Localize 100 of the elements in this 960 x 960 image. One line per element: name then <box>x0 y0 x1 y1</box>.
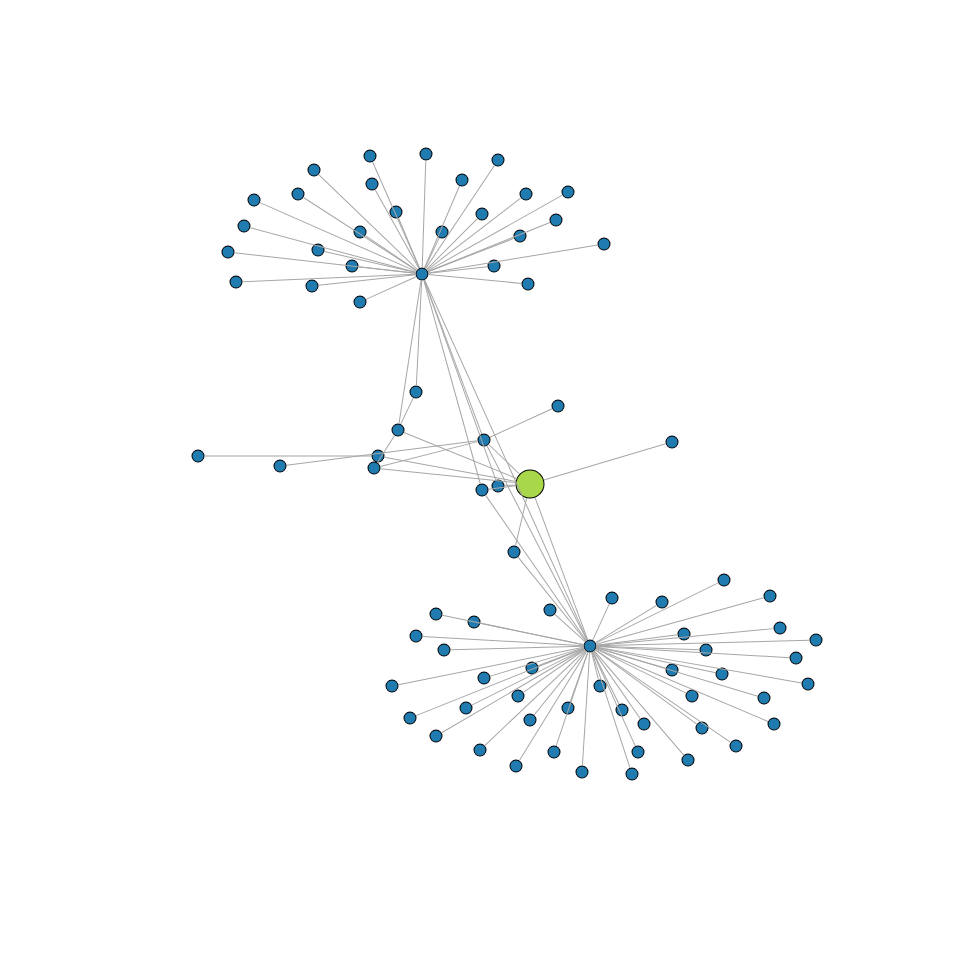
connector-line <box>403 431 518 479</box>
connector-line <box>487 485 517 490</box>
network-node <box>763 589 777 603</box>
connector-line <box>504 484 517 487</box>
connector-line <box>415 280 423 386</box>
network-node <box>789 651 803 665</box>
connector-line <box>427 194 563 272</box>
connector-line <box>595 646 803 684</box>
connector-line <box>415 647 585 717</box>
connector-line <box>424 185 460 269</box>
network-node <box>385 679 399 693</box>
connector-line <box>249 227 417 273</box>
connector-line <box>424 237 440 269</box>
network-node <box>631 745 645 759</box>
network-node <box>367 461 381 475</box>
network-node <box>551 399 565 413</box>
connector-line <box>592 651 620 705</box>
network-node <box>757 691 771 705</box>
network-node <box>773 621 787 635</box>
network-node <box>575 765 589 779</box>
network-node <box>477 671 491 685</box>
connector-line <box>592 651 636 747</box>
network-node <box>475 207 489 221</box>
connector-line <box>596 645 790 659</box>
network-node <box>437 643 451 657</box>
connector-line <box>595 597 765 645</box>
network-node <box>391 423 405 437</box>
network-node <box>487 259 501 273</box>
network-node <box>475 483 489 497</box>
connector-line <box>515 497 528 547</box>
connector-line <box>318 174 418 270</box>
network-node <box>415 267 429 281</box>
network-node <box>665 663 679 677</box>
network-node <box>311 243 325 257</box>
connector-line <box>594 649 698 725</box>
network-node <box>525 661 539 675</box>
connector-line <box>379 441 479 467</box>
connector-line <box>534 497 589 641</box>
connector-line <box>594 649 732 743</box>
connector-line <box>595 582 719 644</box>
connector-line <box>591 651 631 769</box>
connector-line <box>379 468 517 484</box>
network-node <box>345 259 359 273</box>
connector-line <box>543 443 667 481</box>
connector-line <box>522 649 586 693</box>
network-node <box>477 433 491 447</box>
network-node <box>221 245 235 259</box>
connector-line <box>518 651 588 761</box>
connector-line <box>489 408 553 438</box>
connector-line <box>427 244 599 274</box>
network-node <box>513 229 527 243</box>
network-node <box>717 573 731 587</box>
connector-line <box>285 440 479 466</box>
network-node <box>685 689 699 703</box>
network-node <box>729 739 743 753</box>
network-node <box>699 643 713 657</box>
network-node <box>519 187 533 201</box>
connector-line <box>555 651 589 747</box>
network-node <box>429 729 443 743</box>
network-node <box>615 703 629 717</box>
network-node <box>583 639 597 653</box>
connector-line <box>591 651 599 681</box>
connector-line <box>427 237 515 273</box>
connector-line <box>595 604 657 644</box>
network-node <box>191 449 205 463</box>
connector-line <box>423 279 481 485</box>
connector-line <box>423 279 497 481</box>
connector-line <box>489 647 585 677</box>
connector-line <box>485 494 587 642</box>
connector-line <box>486 445 588 641</box>
connector-line <box>383 456 517 482</box>
network-node <box>511 689 525 703</box>
network-node <box>523 713 537 727</box>
connector-line <box>441 648 585 734</box>
network-node <box>371 449 385 463</box>
connector-line <box>533 650 587 716</box>
connector-line <box>425 164 495 270</box>
connector-line <box>450 645 584 651</box>
network-node <box>459 701 473 715</box>
network-node <box>247 193 261 207</box>
network-node <box>273 459 287 473</box>
network-node <box>491 153 505 167</box>
connector-line <box>317 274 417 286</box>
connector-line <box>517 556 587 642</box>
connector-line <box>471 648 585 706</box>
network-node <box>801 677 815 691</box>
connector-line <box>397 646 585 686</box>
network-node <box>429 607 443 621</box>
network-node <box>547 745 561 759</box>
connector-line <box>595 647 759 697</box>
network-node <box>409 629 423 643</box>
connector-line <box>376 435 396 463</box>
network-node <box>593 679 607 693</box>
connector-line <box>593 650 685 756</box>
connector-line <box>357 266 417 274</box>
network-node <box>655 595 669 609</box>
network-node <box>543 603 557 617</box>
connector-line <box>426 197 522 271</box>
network-node <box>491 479 505 493</box>
network-node <box>307 163 321 177</box>
